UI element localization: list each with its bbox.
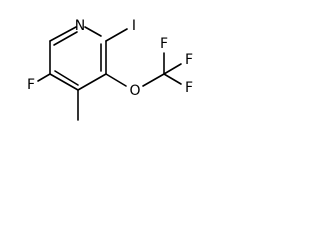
bond-c5-c4-single [49, 73, 79, 91]
cf3-fluorine-right-atom-label: F [185, 52, 193, 68]
bond-n-c6-double [53, 31, 78, 46]
nitrogen-atom-label: N [75, 18, 85, 34]
iodine-atom-label: I [132, 18, 136, 34]
bond-c5-c4-double [54, 70, 79, 86]
bond-oxygen-cf3 [142, 73, 165, 87]
substituent-bonds [37, 28, 182, 121]
pyridine-ring [49, 26, 107, 91]
bond-n-c2 [84, 26, 102, 37]
bond-cf3-fluorine-bottom [163, 73, 182, 85]
bond-cf3-fluorine-right [163, 63, 182, 75]
cf3-fluorine-top-atom-label: F [160, 36, 168, 52]
bond-c5-fluorine [37, 73, 51, 82]
chemical-structure: N I F O F F F [27, 18, 193, 121]
oxygen-atom-label: O [129, 83, 140, 99]
ring-fluorine-atom-label: F [27, 77, 35, 93]
atom-labels: N I F O F F F [27, 18, 193, 99]
cf3-fluorine-bottom-atom-label: F [185, 80, 193, 96]
bond-c4-c3 [77, 73, 107, 91]
bond-c2-iodine [105, 28, 128, 42]
bond-n-c6-single [49, 26, 77, 42]
bond-c3-oxygen [105, 73, 127, 87]
